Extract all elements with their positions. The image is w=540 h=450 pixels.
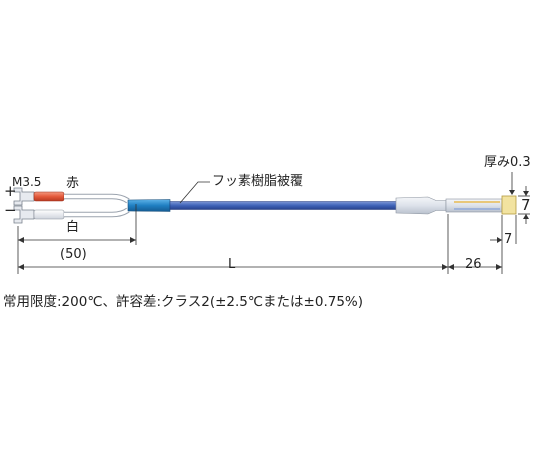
spec-note: 常用限度:200℃、許容差:クラス2(±2.5℃または±0.75%) (3, 294, 364, 310)
dim-L (18, 264, 448, 270)
cable (169, 201, 399, 210)
red-sleeve (33, 191, 65, 202)
dim-L-label: L (228, 257, 236, 272)
spade-terminals (13, 187, 35, 224)
thickness-label: 厚み0.3 (484, 155, 531, 170)
dim-50-label: (50) (60, 247, 87, 262)
sensor-pad (501, 195, 517, 215)
cable-boot (127, 199, 171, 212)
white-wire-label: 白 (66, 220, 80, 235)
dim-7-bottom-label: 7 (504, 232, 513, 247)
probe-body (445, 198, 503, 213)
dim-7-side (518, 186, 530, 224)
dim-50 (18, 237, 136, 243)
dim-7-bottom (490, 215, 517, 244)
probe-transition (395, 196, 447, 215)
sheath-leader (179, 181, 210, 204)
screw-label: M3.5 (12, 175, 42, 189)
dim-26-label: 26 (465, 257, 482, 272)
minus-label: − (4, 201, 17, 219)
dim-26 (448, 264, 502, 270)
sheath-label: フッ素樹脂被覆 (212, 174, 304, 189)
plus-label: + (4, 182, 17, 200)
red-wire-label: 赤 (66, 176, 80, 191)
white-sleeve (33, 209, 65, 220)
dim-7-side-label: 7 (521, 196, 531, 214)
